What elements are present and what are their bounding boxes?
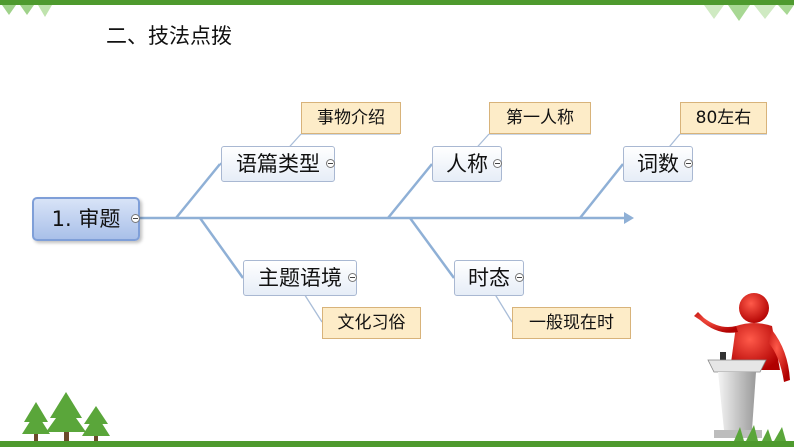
topic-label: 语篇类型: [236, 152, 320, 176]
top-border-bar: [0, 0, 794, 5]
mindmap-root-node[interactable]: 1. 审题: [32, 197, 140, 241]
collapse-icon[interactable]: [131, 214, 140, 223]
grass-icon: [734, 425, 786, 441]
topic-label: 词数: [637, 152, 679, 176]
topic-node-theme-context[interactable]: 主题语境: [243, 260, 357, 296]
topic-label: 时态: [468, 266, 510, 290]
topic-node-person[interactable]: 人称: [432, 146, 502, 182]
topic-label: 主题语境: [258, 266, 342, 290]
collapse-icon[interactable]: [515, 273, 524, 282]
pine-trees-icon: [22, 392, 110, 441]
detail-node[interactable]: 80左右: [680, 102, 767, 134]
topic-node-text-type[interactable]: 语篇类型: [221, 146, 335, 182]
topic-label: 人称: [446, 152, 488, 176]
bottom-border-bar: [0, 441, 794, 447]
collapse-icon[interactable]: [493, 159, 502, 168]
collapse-icon[interactable]: [326, 159, 335, 168]
collapse-icon[interactable]: [348, 273, 357, 282]
root-label: 1. 审题: [51, 207, 121, 231]
corner-triangles-right: [704, 5, 794, 21]
page-title: 二、技法点拨: [106, 24, 232, 48]
topic-node-word-count[interactable]: 词数: [623, 146, 693, 182]
detail-node[interactable]: 文化习俗: [322, 307, 421, 339]
corner-triangles-left: [2, 5, 52, 17]
topic-node-tense[interactable]: 时态: [454, 260, 524, 296]
detail-node[interactable]: 一般现在时: [512, 307, 631, 339]
speaker-podium-figure-icon: [694, 293, 790, 438]
detail-node[interactable]: 事物介绍: [301, 102, 401, 134]
collapse-icon[interactable]: [684, 159, 693, 168]
detail-node[interactable]: 第一人称: [489, 102, 591, 134]
